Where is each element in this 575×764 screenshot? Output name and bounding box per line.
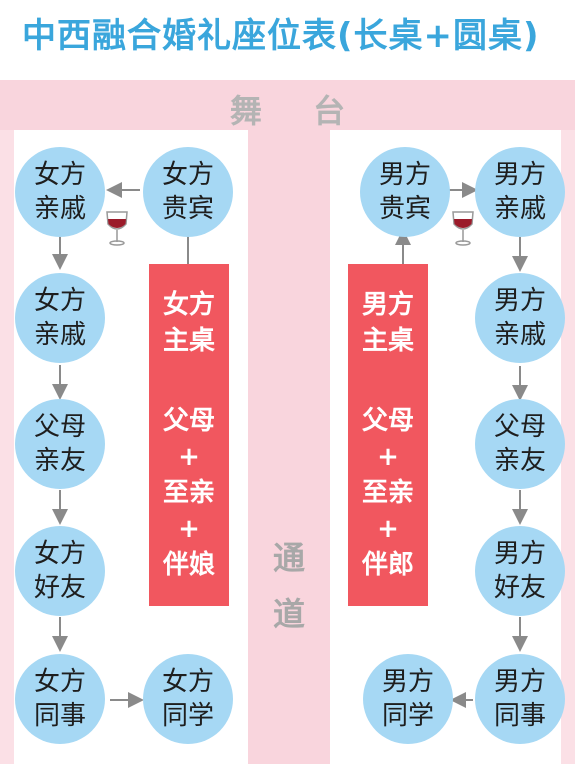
round-table-label-line2: 亲戚 [33,320,86,350]
aisle-label: 通 道 [248,530,330,642]
main-table-member: 父母 [162,406,215,436]
round-table-label-line1: 女方 [33,286,86,316]
round-table-label-line1: 男方 [378,160,431,190]
round-table-label-line2: 同学 [161,701,214,731]
main-table-plus: + [178,442,200,472]
main-table-title-line2: 主桌 [361,326,414,356]
main-table-member: 父母 [361,406,414,436]
main-table-title-line1: 女方 [162,290,215,320]
wine-glass-icon [452,211,474,246]
round-table-label-line1: 男方 [381,667,434,697]
round-table-label-line1: 男方 [493,286,546,316]
round-table-label-line2: 好友 [33,573,86,603]
main-table-groom: 男方 主桌 父母 + 至亲 + 伴郎 [348,264,428,606]
round-table-label-line1: 女方 [33,160,86,190]
round-table-label-line2: 同学 [381,701,434,731]
round-table-label-line2: 贵宾 [161,194,214,224]
round-table-label-line1: 男方 [493,667,546,697]
round-table-label-line1: 女方 [161,160,214,190]
round-table-label-line1: 女方 [161,667,214,697]
round-table-label-line1: 女方 [33,539,86,569]
main-table-plus: + [178,514,200,544]
round-table-groom-vip: 男方 贵宾 [360,147,450,237]
right-edge-strip [561,130,575,764]
round-table-label-line2: 亲戚 [493,320,546,350]
round-table-label-line1: 男方 [493,539,546,569]
main-table-member: 至亲 [361,478,414,508]
stage: 舞台 [0,80,575,130]
round-table-label-line2: 同事 [493,701,546,731]
round-table-label-line1: 父母 [33,412,86,442]
main-table-plus: + [377,442,399,472]
round-table-label-line2: 好友 [493,573,546,603]
main-table-title-line1: 男方 [361,290,414,320]
main-table-plus: + [377,514,399,544]
round-table-label-line1: 女方 [33,667,86,697]
main-table-member: 至亲 [162,478,215,508]
main-table-member: 伴郎 [361,550,414,580]
round-table-label-line2: 亲戚 [493,194,546,224]
round-table-bride-classmates: 女方 同学 [143,654,233,744]
aisle: 通 道 [248,130,330,764]
round-table-label-line1: 男方 [493,160,546,190]
round-table-label-line2: 亲友 [33,446,86,476]
round-table-bride-vip: 女方 贵宾 [143,147,233,237]
wine-glass-icon [106,211,128,246]
main-table-bride: 女方 主桌 父母 + 至亲 + 伴娘 [149,264,229,606]
round-table-label-line1: 父母 [493,412,546,442]
round-table-bride-relatives-1: 女方 亲戚 [15,147,105,237]
round-table-bride-friends: 女方 好友 [15,526,105,616]
round-table-groom-relatives-2: 男方 亲戚 [475,273,565,363]
round-table-groom-parents-friends: 父母 亲友 [475,399,565,489]
round-table-label-line2: 同事 [33,701,86,731]
round-table-groom-coworkers: 男方 同事 [475,654,565,744]
round-table-label-line2: 亲戚 [33,194,86,224]
page-title: 中西融合婚礼座位表(长桌+圆桌) [0,0,575,80]
round-table-bride-parents-friends: 父母 亲友 [15,399,105,489]
stage-label: 舞台 [229,92,397,130]
round-table-label-line2: 贵宾 [378,194,431,224]
left-edge-strip [0,130,14,764]
main-table-member: 伴娘 [162,550,215,580]
round-table-bride-coworkers: 女方 同事 [15,654,105,744]
round-table-label-line2: 亲友 [493,446,546,476]
round-table-groom-friends: 男方 好友 [475,526,565,616]
round-table-groom-relatives-1: 男方 亲戚 [475,147,565,237]
round-table-groom-classmates: 男方 同学 [363,654,453,744]
main-table-title-line2: 主桌 [162,326,215,356]
aisle-label-line2: 道 [272,595,305,633]
round-table-bride-relatives-2: 女方 亲戚 [15,273,105,363]
aisle-label-line1: 通 [272,539,305,577]
